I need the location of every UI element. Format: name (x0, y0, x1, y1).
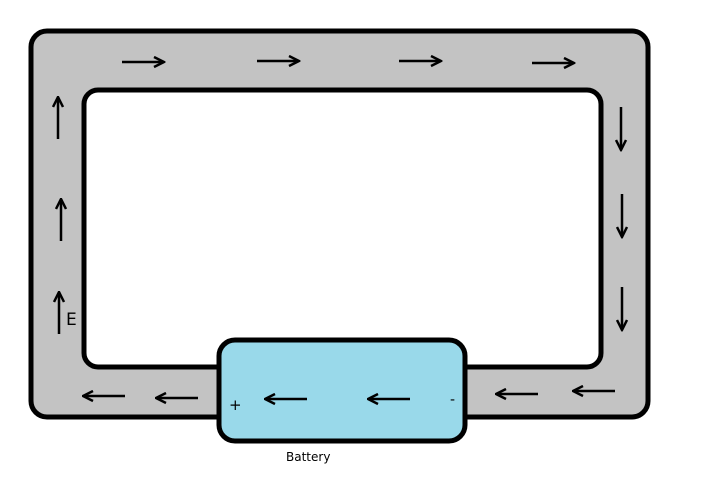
battery-body (216, 337, 468, 444)
battery-label: Battery (286, 450, 330, 464)
field-arrows (58, 61, 622, 399)
battery-negative-terminal: - (450, 392, 455, 408)
wire-loop (28, 28, 651, 420)
electric-field-label: E (66, 310, 77, 330)
wire-inner-opening (81, 87, 604, 370)
battery-positive-terminal: + (229, 396, 242, 414)
battery: + - Battery (216, 337, 468, 464)
